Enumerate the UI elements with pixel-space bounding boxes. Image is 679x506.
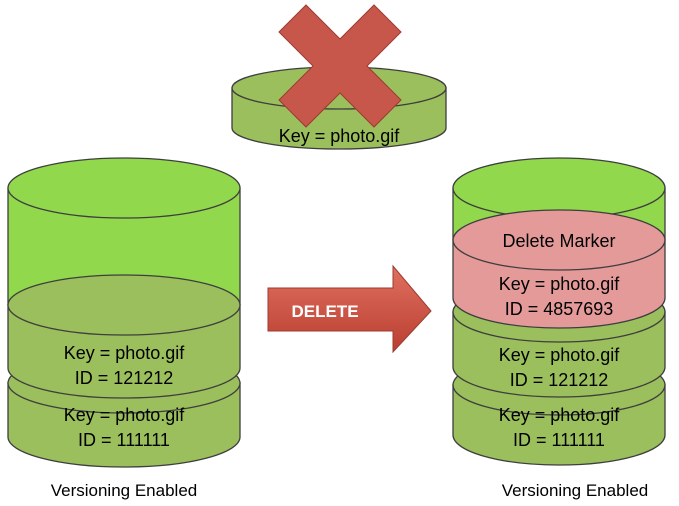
delete-marker-key: Key = photo.gif [499,274,621,294]
left-version-1: Key = photo.gif ID = 121212 [7,274,241,399]
left-version-1-key: Key = photo.gif [64,343,186,363]
left-version-1-id: ID = 121212 [75,368,174,388]
delete-arrow-label: DELETE [291,302,358,321]
delete-marker: Delete Marker Key = photo.gif ID = 48576… [452,209,666,329]
deleted-object-label: Key = photo.gif [279,126,401,146]
delete-arrow: DELETE [267,264,432,354]
left-bucket: Key = photo.gif ID = 111111 Key = photo.… [7,157,241,500]
delete-marker-title: Delete Marker [502,231,615,251]
right-bucket: Key = photo.gif ID = 111111 Key = photo.… [452,157,666,500]
right-version-2-id: ID = 111111 [513,430,605,450]
left-bucket-caption: Versioning Enabled [51,481,198,500]
right-version-2-key: Key = photo.gif [499,405,621,425]
left-version-2-key: Key = photo.gif [64,405,186,425]
deleted-object: Key = photo.gif [231,4,447,150]
delete-marker-id: ID = 4857693 [505,299,614,319]
right-version-1-key: Key = photo.gif [499,345,621,365]
right-version-1-id: ID = 121212 [510,370,609,390]
left-version-2-id: ID = 111111 [78,430,170,450]
right-bucket-caption: Versioning Enabled [502,481,649,500]
x-icon [278,4,402,128]
